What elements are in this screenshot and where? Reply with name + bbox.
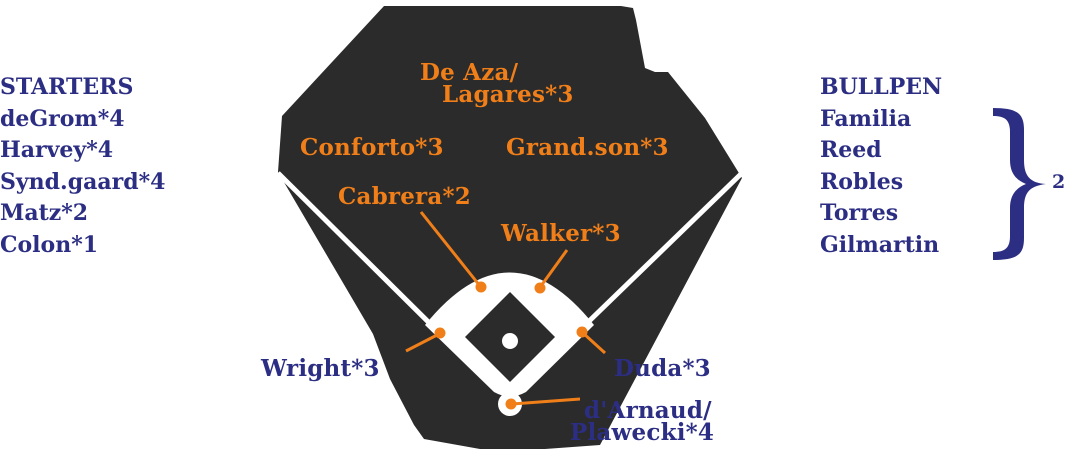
catcher-marker [505,398,517,410]
shortstop-pointer [419,211,482,287]
catcher-pointer [511,397,581,406]
shortstop-label: Cabrera*2 [338,183,471,210]
first-base-marker [576,326,588,338]
shortstop-marker [475,281,487,293]
starter-item: Synd.gaard*4 [0,168,166,195]
outfield-shape [278,6,742,449]
bullpen-heading: BULLPEN [820,74,943,100]
starters-heading: STARTERS [0,74,134,100]
catcher-line1: d'Arnaud/ [584,397,712,424]
bullpen-item: Familia [820,105,912,132]
starter-item: Colon*1 [0,231,99,258]
bullpen-item: Reed [820,137,882,163]
center-field-line2: Lagares*3 [442,81,574,108]
bullpen-item: Robles [820,168,904,195]
second-base-pointer [539,249,569,287]
bullpen-item: Gilmartin [820,231,940,258]
bullpen-brace [993,108,1046,260]
catcher-line2: Plawecki*4 [570,419,715,446]
third-base-label: Wright*3 [261,355,380,382]
first-base-label: Duda*3 [614,355,711,382]
right-field-label: Grand.son*3 [506,134,669,161]
second-base-label: Walker*3 [501,220,621,247]
center-field-line1: De Aza/ [420,59,519,86]
left-field-label: Conforto*3 [300,134,444,161]
starters-list: STARTERS deGrom*4 Harvey*4 Synd.gaard*4 … [0,72,165,261]
bullpen-item: Torres [820,200,899,226]
pitchers-mound [502,333,518,349]
bullpen-list: BULLPEN Familia Reed Robles Torres Gilma… [820,72,942,261]
third-base-pointer [405,332,440,353]
catcher-label: d'Arnaud/ Plawecki*4 [570,397,715,446]
center-field-label: De Aza/ Lagares*3 [420,59,574,108]
starter-item: deGrom*4 [0,105,125,132]
bullpen-group-count: 2 [1052,171,1066,193]
starter-item: Harvey*4 [0,137,114,163]
starter-item: Matz*2 [0,200,89,226]
first-base-pointer [581,331,607,355]
third-base-marker [434,327,446,339]
second-base-marker [534,282,546,294]
